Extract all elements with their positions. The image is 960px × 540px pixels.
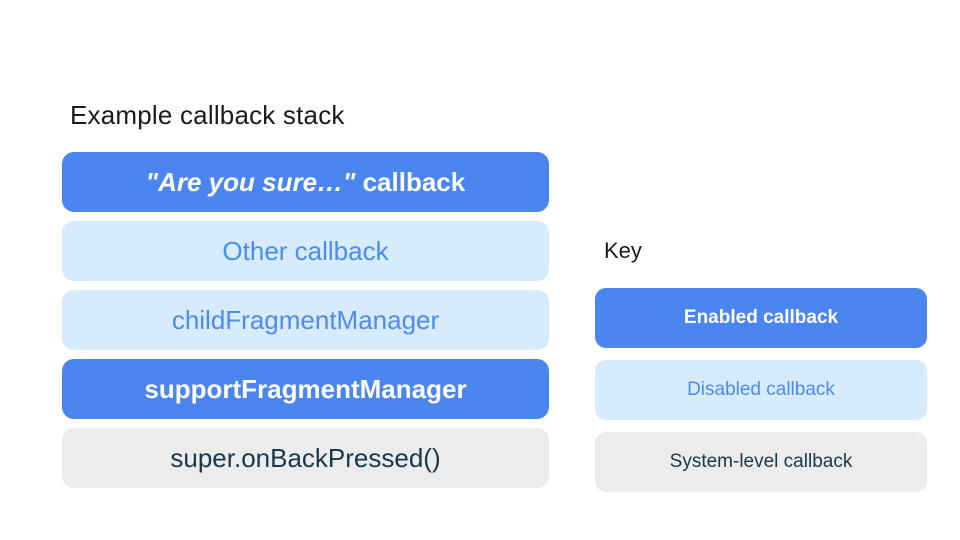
key-item-disabled-callback: Disabled callback: [595, 360, 927, 420]
stack-title: Example callback stack: [70, 100, 345, 130]
stack-bar-label-italic: "Are you sure…": [145, 166, 356, 197]
stack-bar-label-rest: callback: [355, 166, 466, 197]
callback-stack: "Are you sure…" callback Other callback …: [62, 152, 549, 497]
stack-bar-super-onbackpressed: super.onBackPressed(): [62, 428, 549, 488]
stack-bar-support-fragment-manager: supportFragmentManager: [62, 359, 549, 419]
stack-bar-are-you-sure-callback: "Are you sure…" callback: [62, 152, 549, 212]
key-title: Key: [604, 238, 642, 263]
key-item-system-level-callback: System-level callback: [595, 432, 927, 492]
stack-bar-other-callback: Other callback: [62, 221, 549, 281]
key-item-enabled-callback: Enabled callback: [595, 288, 927, 348]
stack-bar-child-fragment-manager: childFragmentManager: [62, 290, 549, 350]
key-legend: Enabled callback Disabled callback Syste…: [595, 288, 927, 504]
